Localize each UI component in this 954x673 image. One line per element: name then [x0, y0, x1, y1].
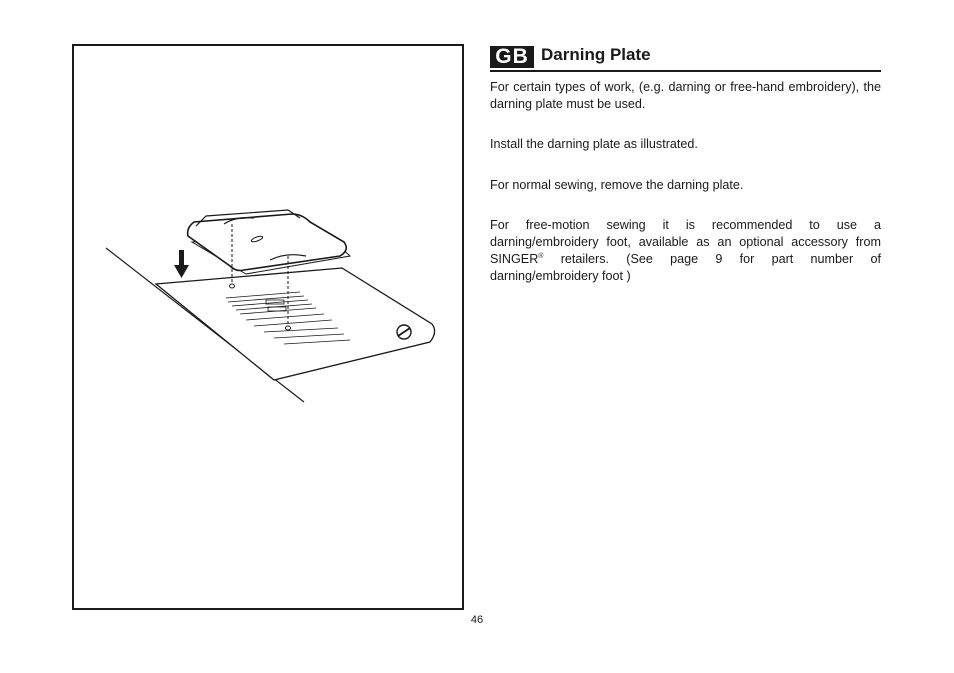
feed-dog-slots — [265, 299, 287, 312]
alignment-holes — [229, 283, 291, 331]
alignment-guides — [231, 224, 289, 324]
language-badge: GB — [490, 46, 534, 68]
paragraph-install: Install the darning plate as illustrated… — [490, 137, 698, 151]
darning-plate-illustration — [105, 209, 436, 403]
page-number: 46 — [470, 614, 484, 626]
free-motion-text-end: retailers. (See page 9 for part number o… — [490, 252, 881, 283]
section-title: Darning Plate — [541, 45, 651, 64]
paragraph-remove: For normal sewing, remove the darning pl… — [490, 178, 744, 192]
paragraph-free-motion: For free-motion sewing it is recommended… — [490, 217, 881, 285]
registered-mark: ® — [538, 252, 544, 260]
screw-icon — [396, 324, 412, 340]
down-arrow-icon — [174, 250, 189, 278]
illustration-frame — [72, 44, 464, 610]
needle-plate-illustration — [154, 267, 436, 381]
paragraph-darning-usage: For certain types of work, (e.g. darning… — [490, 80, 881, 111]
free-motion-text-start: For free-motion sewing it is recommended… — [490, 218, 881, 266]
darning-plate — [186, 209, 348, 272]
section-heading: GB Darning Plate — [490, 44, 881, 72]
